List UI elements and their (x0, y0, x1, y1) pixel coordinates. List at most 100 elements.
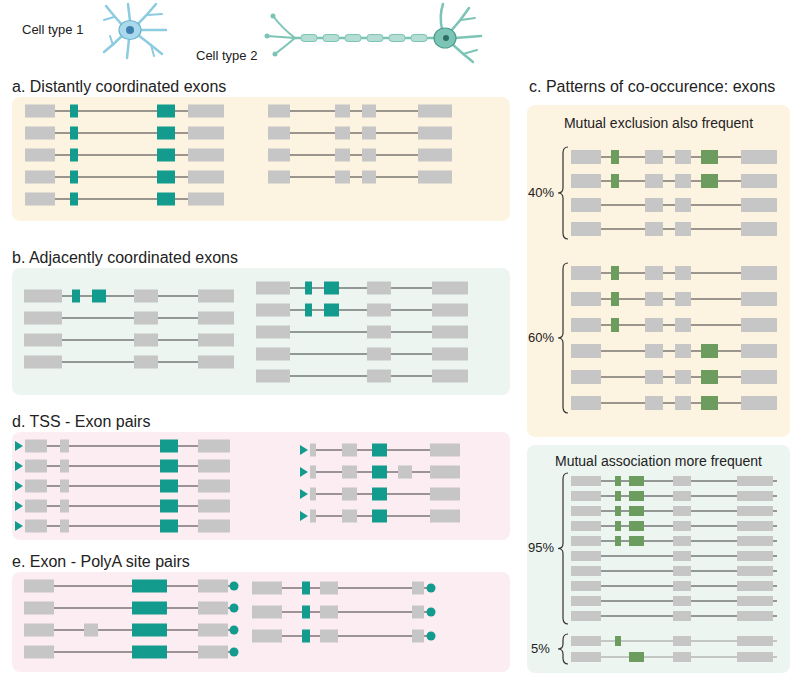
constitutive-exon (432, 370, 468, 383)
panel-background (527, 105, 790, 437)
constitutive-exon (310, 444, 316, 457)
constitutive-exon (256, 304, 290, 317)
constitutive-exon (673, 491, 691, 501)
constitutive-exon (188, 127, 224, 140)
variable-exon (302, 582, 310, 595)
variable-exon (701, 396, 718, 410)
bouton (265, 34, 270, 39)
panel: d. TSS - Exon pairs (12, 412, 510, 540)
panel: b. Adjacently coordinated exons (12, 248, 510, 395)
constitutive-exon (571, 266, 601, 280)
constitutive-exon (571, 396, 601, 410)
constitutive-exon (25, 460, 47, 473)
constitutive-exon (362, 127, 376, 140)
constitutive-exon (25, 193, 55, 206)
tss-marker (15, 481, 23, 491)
constitutive-exon (741, 266, 777, 280)
polya-marker (230, 582, 239, 591)
constitutive-exon (571, 506, 601, 516)
constitutive-exon (645, 198, 663, 212)
constitutive-exon (571, 551, 601, 561)
constitutive-exon (198, 460, 230, 473)
constitutive-exon (675, 370, 691, 384)
constitutive-exon (645, 396, 663, 410)
variable-exon (157, 105, 175, 118)
constitutive-exon (310, 510, 316, 523)
constitutive-exon (418, 105, 452, 118)
panel: a. Distantly coordinated exons (12, 77, 510, 221)
constitutive-exon (412, 630, 424, 643)
polya-marker (427, 608, 436, 617)
constitutive-exon (741, 222, 777, 236)
variable-exon (160, 460, 178, 473)
myelin (389, 35, 405, 42)
variable-exon (701, 344, 718, 358)
constitutive-exon (571, 198, 601, 212)
panel-subtitle: Mutual exclusion also frequent (564, 115, 753, 132)
axon-terminal (273, 16, 295, 38)
group-bracket (558, 147, 568, 239)
constitutive-exon (320, 630, 338, 643)
constitutive-exon (320, 582, 338, 595)
constitutive-exon (645, 222, 663, 236)
variable-exon (70, 105, 78, 118)
constitutive-exon (571, 652, 601, 662)
constitutive-exon (571, 344, 601, 358)
constitutive-exon (252, 630, 282, 643)
constitutive-exon (673, 596, 691, 606)
polya-marker (427, 632, 436, 641)
constitutive-exon (675, 396, 691, 410)
constitutive-exon (268, 127, 290, 140)
variable-exon (70, 193, 78, 206)
percent-label: 60% (528, 330, 554, 346)
variable-exon (132, 646, 167, 659)
variable-exon (132, 580, 167, 593)
constitutive-exon (432, 282, 468, 295)
constitutive-exon (673, 652, 691, 662)
transcript-drawing (12, 572, 510, 672)
constitutive-exon (25, 127, 55, 140)
constitutive-exon (737, 581, 773, 591)
constitutive-exon (571, 370, 601, 384)
dendrite (463, 50, 477, 54)
constitutive-exon (571, 318, 601, 332)
constitutive-exon (25, 520, 47, 533)
constitutive-exon (252, 606, 282, 619)
variable-exon (157, 171, 175, 184)
constitutive-exon (675, 222, 691, 236)
constitutive-exon (673, 581, 691, 591)
constitutive-exon (737, 551, 773, 561)
constitutive-exon (24, 290, 62, 303)
constitutive-exon (673, 611, 691, 621)
panel-heading: c. Patterns of co-occurence: exons (529, 77, 775, 96)
constitutive-exon (741, 174, 777, 188)
dendrite (128, 4, 130, 21)
transcript-drawing (527, 105, 790, 437)
percent-label: 95% (528, 540, 554, 556)
constitutive-exon (737, 506, 773, 516)
cell-type-label: Cell type 2 (196, 48, 257, 64)
tss-marker (15, 461, 23, 471)
constitutive-exon (198, 646, 228, 659)
constitutive-exon (675, 318, 691, 332)
constitutive-exon (335, 127, 350, 140)
tss-marker (15, 501, 23, 511)
tss-marker (300, 489, 308, 499)
constitutive-exon (367, 348, 391, 361)
constitutive-exon (571, 611, 601, 621)
myelin (345, 35, 361, 42)
dendrite (441, 4, 443, 29)
constitutive-exon (571, 476, 601, 486)
constitutive-exon (24, 580, 54, 593)
constitutive-exon (571, 174, 601, 188)
constitutive-exon (25, 440, 47, 453)
variable-exon (615, 491, 621, 501)
dendrite (140, 29, 166, 32)
variable-exon (157, 127, 175, 140)
variable-exon (615, 521, 621, 531)
myelin (323, 35, 339, 42)
constitutive-exon (60, 520, 69, 533)
variable-exon (302, 606, 310, 619)
constitutive-exon (673, 636, 691, 646)
constitutive-exon (741, 318, 777, 332)
